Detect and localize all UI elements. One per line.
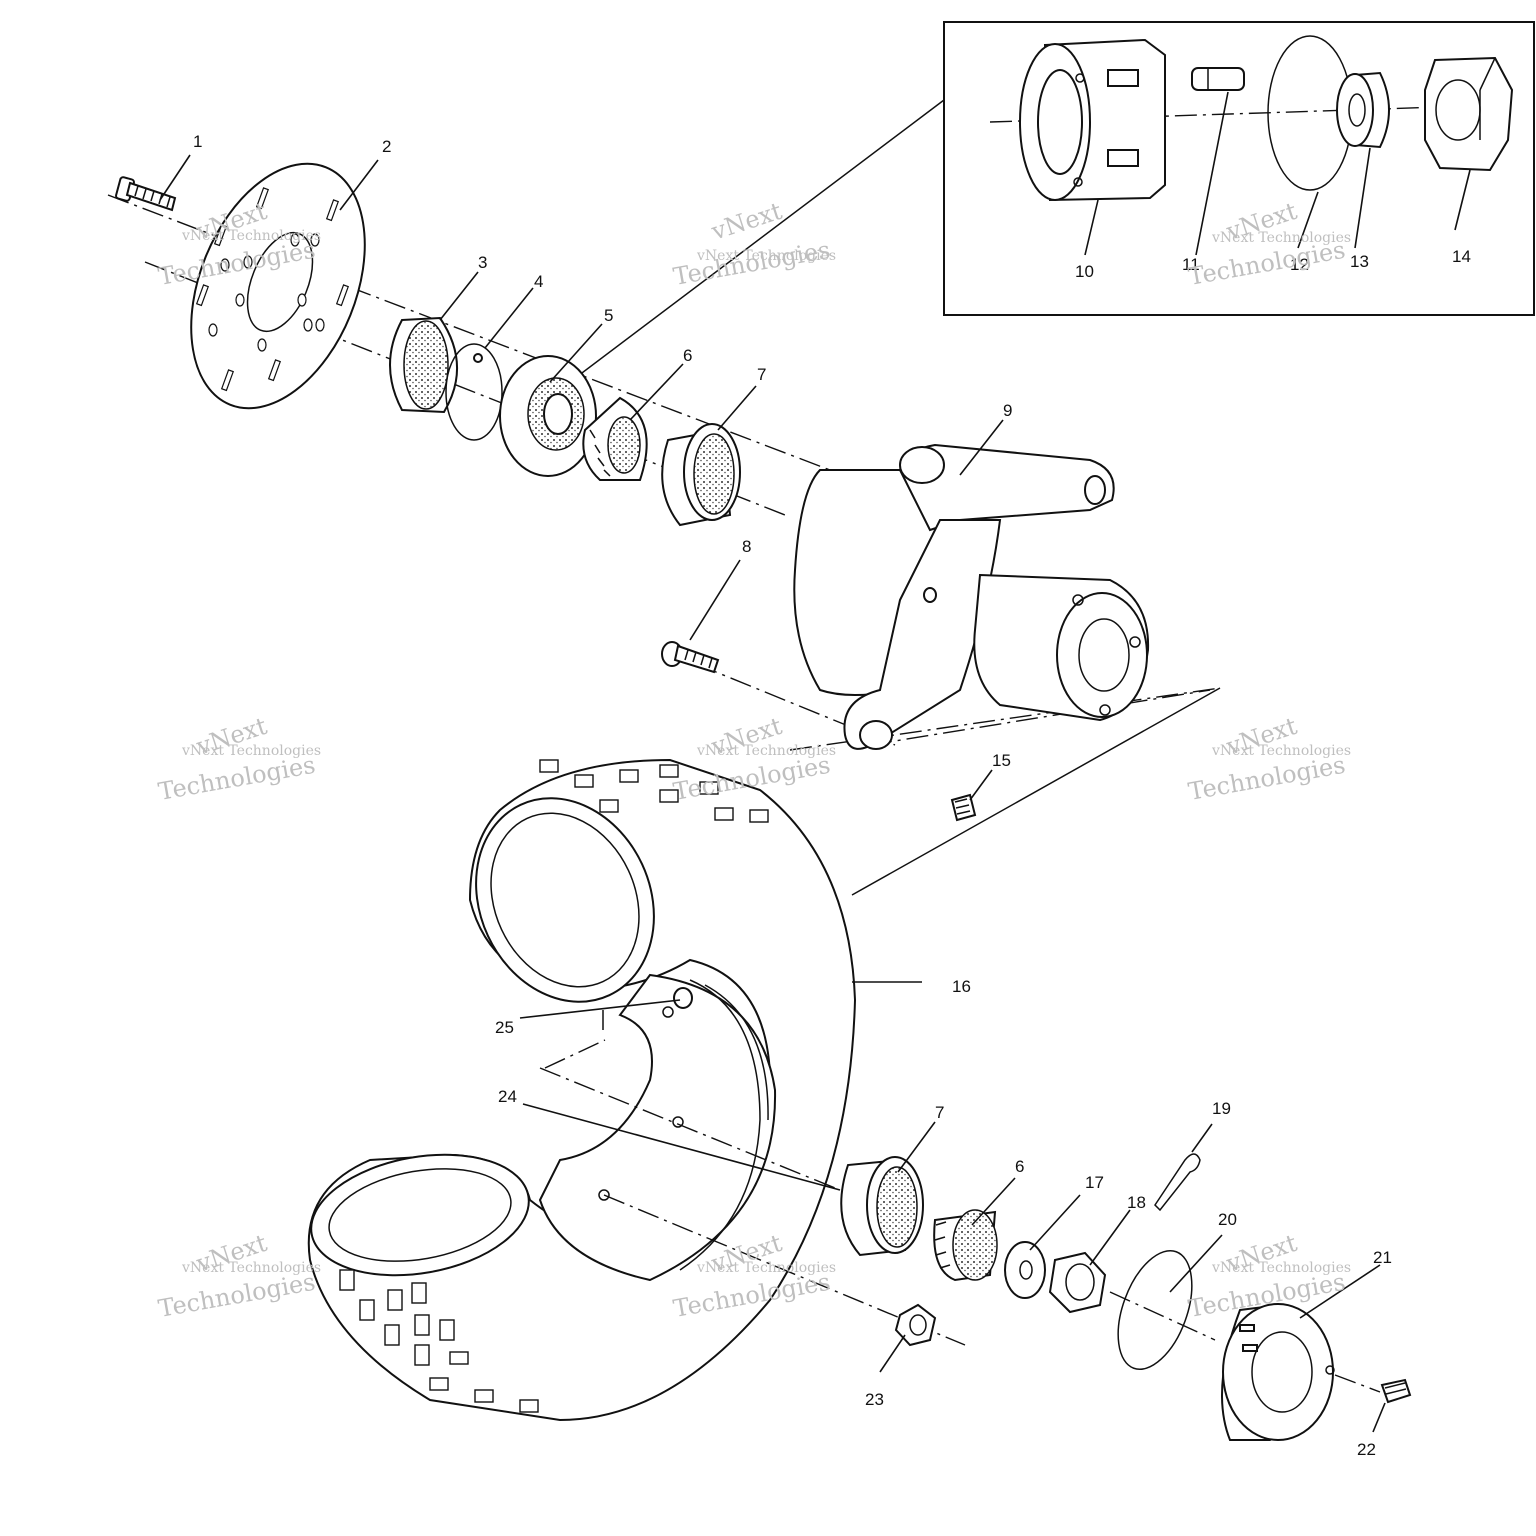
part-3-seal <box>389 316 459 414</box>
leader-lines <box>159 91 1471 1433</box>
callout-22: 22 <box>1357 1440 1376 1459</box>
callout-7: 7 <box>757 365 766 384</box>
part-6-tapered-bearing-lower <box>933 1209 998 1282</box>
watermark-9: vNext vNext Technologies Technologies <box>1186 1229 1351 1323</box>
part-14-hex-nut <box>1424 56 1514 172</box>
part-1-bolt <box>115 176 177 212</box>
callout-10: 10 <box>1075 262 1094 281</box>
part-16-tire <box>307 758 857 1422</box>
callout-12: 12 <box>1290 255 1309 274</box>
knuckle-bottom-axis <box>789 687 1221 751</box>
svg-text:Technologies: Technologies <box>156 1268 317 1323</box>
part-18-castle-nut <box>1048 1251 1107 1314</box>
callout-14: 14 <box>1452 247 1471 266</box>
callout-13: 13 <box>1350 252 1369 271</box>
callout-6: 6 <box>683 346 692 365</box>
part-11-pin <box>1191 67 1245 91</box>
callout-1: 1 <box>193 132 202 151</box>
part-13-washer <box>1336 71 1390 149</box>
part-22-screw <box>1380 1378 1412 1404</box>
part-6-tapered-bearing-upper <box>582 396 648 481</box>
svg-text:vNext Technologies: vNext Technologies <box>696 1260 836 1276</box>
callout-24: 24 <box>498 1087 517 1106</box>
part-15-stud <box>950 793 977 822</box>
callout-4: 4 <box>534 272 543 291</box>
watermark-6: vNext vNext Technologies Technologies <box>1186 712 1351 806</box>
stud-15-axis <box>869 689 1211 746</box>
watermark-3: vNext vNext Technologies Technologies <box>1186 197 1351 291</box>
svg-text:vNext Technologies: vNext Technologies <box>696 248 836 264</box>
part-21-hub-cap <box>1221 1303 1335 1441</box>
callout-21: 21 <box>1373 1248 1392 1267</box>
callout-19: 19 <box>1212 1099 1231 1118</box>
callout-3: 3 <box>478 253 487 272</box>
svg-text:vNext Technologies: vNext Technologies <box>181 228 321 244</box>
part-8-bolt <box>661 641 720 674</box>
svg-text:vNext Technologies: vNext Technologies <box>696 743 836 759</box>
svg-text:vNext Technologies: vNext Technologies <box>1211 743 1351 759</box>
svg-text:vNext Technologies: vNext Technologies <box>181 1260 321 1276</box>
callout-6-lower: 6 <box>1015 1157 1024 1176</box>
part-23-lug-nut <box>894 1303 937 1347</box>
svg-text:vNext: vNext <box>707 197 785 246</box>
part-4-snap-ring <box>445 343 503 441</box>
callout-8: 8 <box>742 537 751 556</box>
callout-2: 2 <box>382 137 391 156</box>
part-24-wheel-rim <box>538 973 966 1346</box>
part-2-brake-disc <box>190 162 366 410</box>
callout-5: 5 <box>604 306 613 325</box>
part-7-bearing-race-upper <box>661 423 741 527</box>
callout-16: 16 <box>952 977 971 996</box>
part-9-steering-knuckle <box>793 443 1150 750</box>
part-5-bearing <box>499 355 597 477</box>
part-7-bearing-race-lower <box>840 1156 924 1257</box>
part-19-cotter-pin <box>1154 1153 1201 1212</box>
watermark-5: vNext vNext Technologies Technologies <box>671 712 836 806</box>
svg-text:Technologies: Technologies <box>1186 751 1347 806</box>
svg-text:vNext Technologies: vNext Technologies <box>1211 230 1351 246</box>
callout-23: 23 <box>865 1390 884 1409</box>
callout-9: 9 <box>1003 401 1012 420</box>
watermark-7: vNext vNext Technologies Technologies <box>156 1229 321 1323</box>
part-10-spindle-nut-hub <box>1019 38 1166 202</box>
callout-numbers: 1 2 3 4 5 6 7 8 9 10 11 12 13 14 15 16 2… <box>193 132 1471 1459</box>
part-25-valve-stem <box>602 987 693 1030</box>
svg-text:vNext Technologies: vNext Technologies <box>181 743 321 759</box>
callout-25: 25 <box>495 1018 514 1037</box>
part-17-washer <box>1004 1241 1046 1299</box>
watermark-4: vNext vNext Technologies Technologies <box>156 712 321 806</box>
inset-box <box>943 21 1535 316</box>
callout-18: 18 <box>1127 1193 1146 1212</box>
callout-11: 11 <box>1182 255 1200 274</box>
callout-7-lower: 7 <box>935 1103 944 1122</box>
callout-17: 17 <box>1085 1173 1104 1192</box>
svg-text:vNext Technologies: vNext Technologies <box>1211 1260 1351 1276</box>
svg-text:Technologies: Technologies <box>156 751 317 806</box>
callout-15: 15 <box>992 751 1011 770</box>
callout-20: 20 <box>1218 1210 1237 1229</box>
